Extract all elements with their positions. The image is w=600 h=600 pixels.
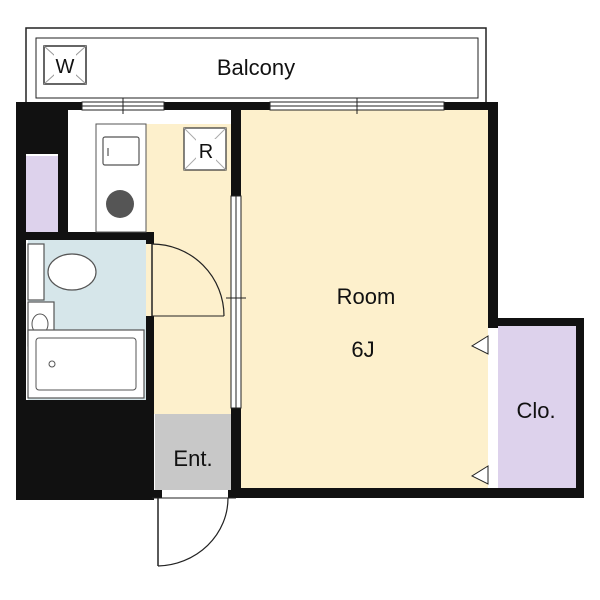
side-storage (26, 156, 58, 232)
closet-door-markers (470, 335, 489, 485)
window-room (269, 98, 445, 114)
closet-floor (498, 326, 576, 488)
entrance-door (152, 497, 236, 567)
toilet-bowl (47, 253, 97, 291)
stove-burner-icon (106, 190, 134, 218)
room-floor (240, 110, 488, 492)
fridge-spot: R (183, 127, 227, 171)
toilet-tank (27, 243, 45, 301)
kitchen-sink (102, 136, 140, 166)
entrance-label: Ent. (173, 446, 212, 471)
washer-label: W (56, 56, 75, 78)
balcony-label: Balcony (217, 55, 295, 80)
bath-door (151, 243, 225, 317)
sliding-door-room (226, 195, 246, 409)
balcony: Balcony (25, 27, 487, 105)
washer-spot: W (43, 45, 87, 85)
window-left (81, 98, 165, 114)
fridge-label: R (199, 141, 213, 163)
kitchen (95, 123, 147, 233)
closet-label: Clo. (516, 398, 555, 423)
corridor-floor (145, 124, 235, 414)
walls (16, 102, 584, 500)
bathroom (27, 243, 145, 399)
entrance-floor (155, 414, 231, 490)
room-label: Room (337, 284, 396, 309)
room-size-label: 6J (351, 337, 374, 362)
